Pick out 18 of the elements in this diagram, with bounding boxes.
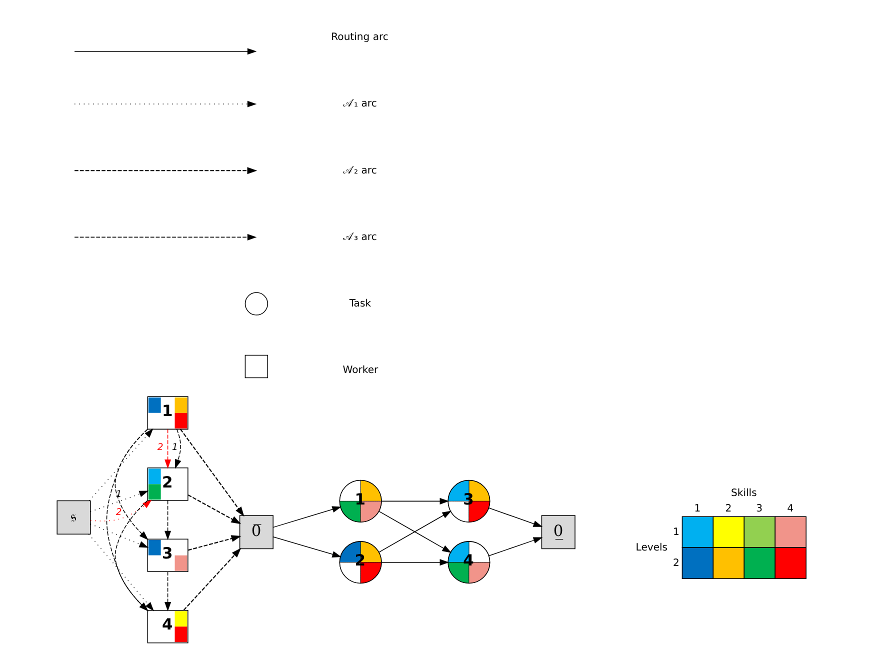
- label: 3: [756, 504, 763, 515]
- edge-label: 2: [157, 442, 164, 454]
- legend-label: Worker: [342, 364, 378, 376]
- legend-label: Task: [349, 298, 372, 310]
- label: Levels: [636, 542, 668, 554]
- legend-label: 𝒜′₁ arc: [342, 98, 377, 110]
- label: 2: [672, 558, 680, 569]
- legend-label: 𝒜′₃ arc: [342, 232, 377, 243]
- edge-label: 1: [172, 442, 178, 454]
- label: 1: [672, 526, 680, 538]
- legend-label: 𝒜′₂ arc: [342, 165, 377, 176]
- label: 1: [694, 504, 701, 515]
- label: 2: [725, 504, 732, 515]
- edge-label: 1: [116, 489, 122, 500]
- legend-label: Routing arc: [331, 32, 388, 44]
- label: 4: [787, 504, 794, 515]
- edge-label: 2: [116, 506, 122, 518]
- label: Skills: [731, 488, 757, 500]
